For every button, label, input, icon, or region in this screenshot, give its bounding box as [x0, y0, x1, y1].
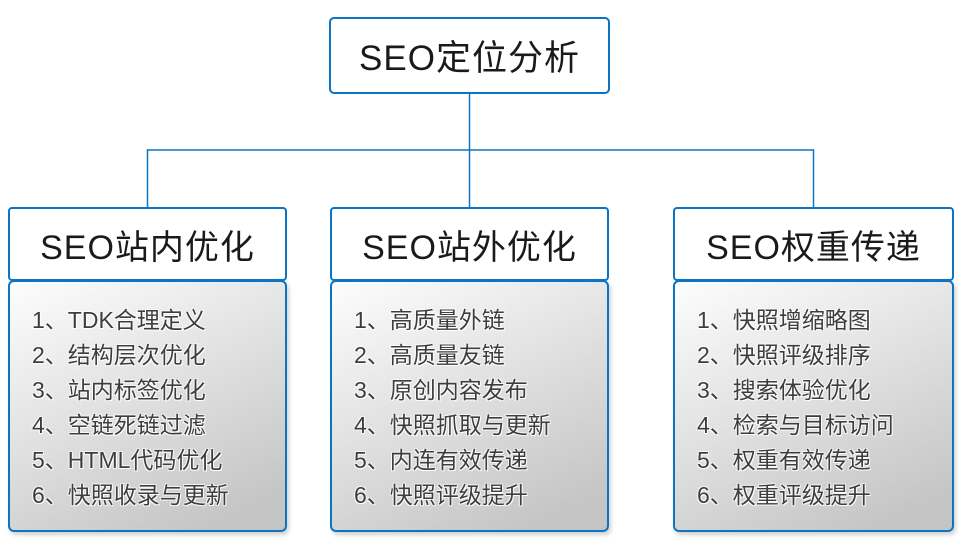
branch-title-box: SEO站外优化	[330, 207, 609, 281]
list-item: 6、快照评级提升	[354, 482, 528, 508]
list-item: 4、空链死链过滤	[32, 412, 206, 438]
branch-title-box: SEO站内优化	[8, 207, 287, 281]
root-node-label: SEO定位分析	[359, 39, 580, 78]
branch-weight-transfer: SEO权重传递 1、快照增缩略图 2、快照评级排序 3、搜索体验优化 4、检索与…	[673, 207, 954, 532]
list-item: 4、检索与目标访问	[697, 412, 894, 438]
list-item: 6、快照收录与更新	[32, 482, 229, 508]
list-item: 5、HTML代码优化	[32, 447, 223, 473]
list-item: 5、权重有效传递	[697, 447, 871, 473]
branch-offsite-optimization: SEO站外优化 1、高质量外链 2、高质量友链 3、原创内容发布 4、快照抓取与…	[330, 207, 609, 532]
list-item: 2、快照评级排序	[697, 342, 871, 368]
root-node: SEO定位分析	[329, 17, 610, 94]
list-item: 1、快照增缩略图	[697, 307, 871, 333]
branch-item-list: 1、TDK合理定义 2、结构层次优化 3、站内标签优化 4、空链死链过滤 5、H…	[8, 280, 287, 532]
list-item: 2、高质量友链	[354, 342, 505, 368]
list-item: 2、结构层次优化	[32, 342, 206, 368]
list-item: 1、TDK合理定义	[32, 307, 206, 333]
branch-title: SEO站内优化	[40, 228, 255, 267]
list-item: 3、搜索体验优化	[697, 377, 871, 403]
branch-title-box: SEO权重传递	[673, 207, 954, 281]
branch-item-list: 1、快照增缩略图 2、快照评级排序 3、搜索体验优化 4、检索与目标访问 5、权…	[673, 280, 954, 532]
list-item: 1、高质量外链	[354, 307, 505, 333]
list-item: 4、快照抓取与更新	[354, 412, 551, 438]
list-item: 3、原创内容发布	[354, 377, 528, 403]
list-item: 6、权重评级提升	[697, 482, 871, 508]
branch-title: SEO权重传递	[706, 228, 921, 267]
list-item: 3、站内标签优化	[32, 377, 206, 403]
branch-onsite-optimization: SEO站内优化 1、TDK合理定义 2、结构层次优化 3、站内标签优化 4、空链…	[8, 207, 287, 532]
branch-title: SEO站外优化	[362, 228, 577, 267]
list-item: 5、内连有效传递	[354, 447, 528, 473]
branch-item-list: 1、高质量外链 2、高质量友链 3、原创内容发布 4、快照抓取与更新 5、内连有…	[330, 280, 609, 532]
